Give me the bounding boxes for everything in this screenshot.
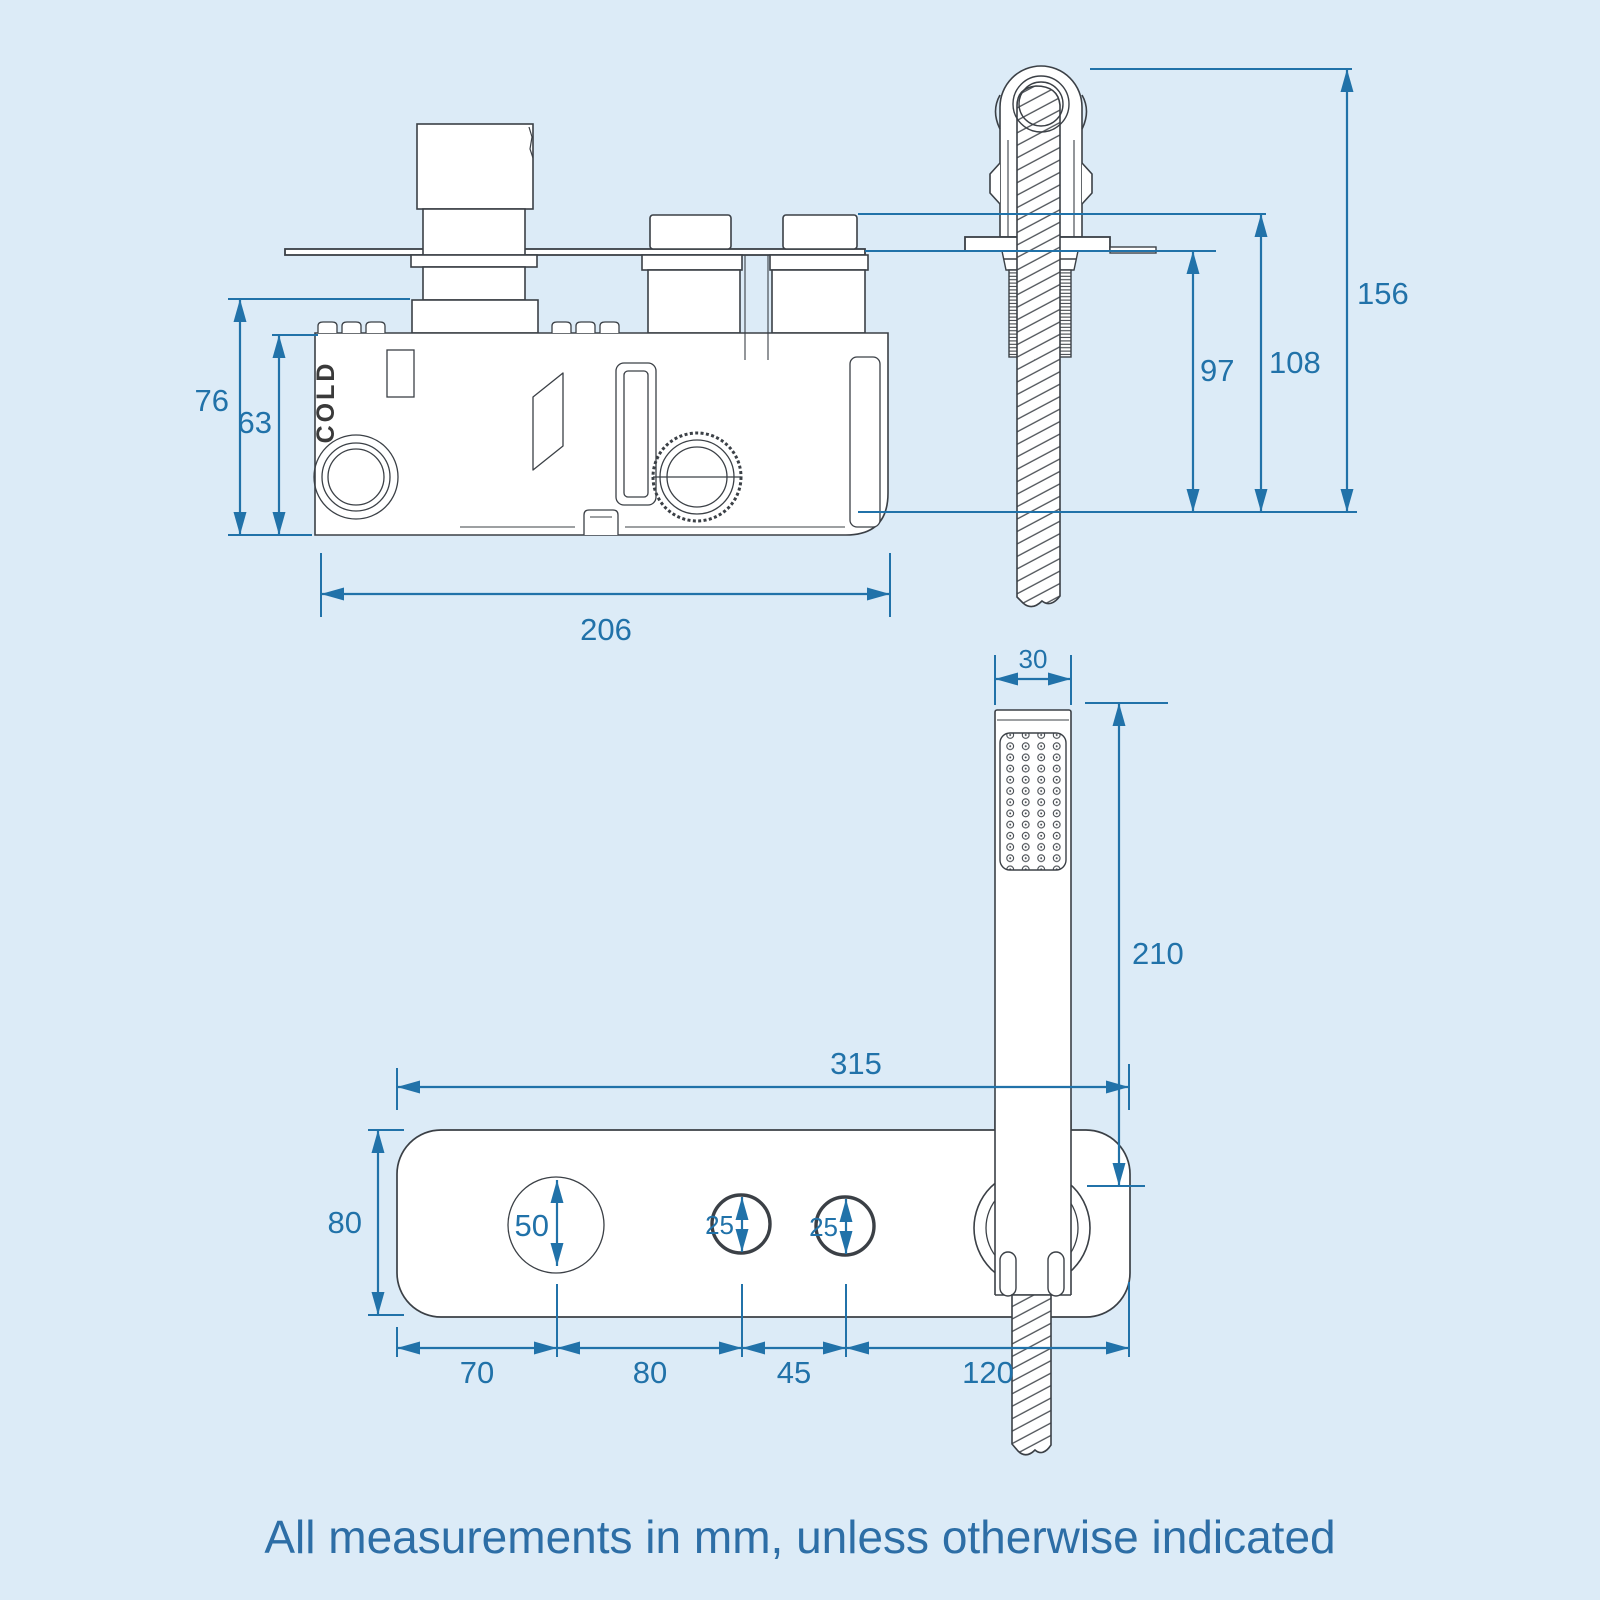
cold-inlet-port (313, 434, 399, 520)
dim-label-80-spacing: 80 (633, 1355, 667, 1390)
dim-label-206: 206 (580, 612, 632, 647)
dim-label-97: 97 (1200, 353, 1234, 388)
valve-large-knob (410, 123, 539, 340)
shower-hose (1016, 85, 1061, 608)
dim-label-80-height: 80 (328, 1205, 362, 1240)
dim-label-315: 315 (830, 1046, 882, 1081)
front-plate-view (396, 1110, 1131, 1456)
dimension-lines (228, 68, 1357, 1357)
dim-label-70: 70 (460, 1355, 494, 1390)
dim-label-63: 63 (238, 405, 272, 440)
dim-label-25-right: 25 (809, 1212, 838, 1242)
dimension-labels: 76 63 206 97 108 156 30 210 315 80 50 25… (195, 276, 1409, 1390)
dim-label-25-left: 25 (705, 1210, 734, 1240)
dial-opening (507, 1176, 605, 1274)
valve-side-view: COLD (284, 123, 889, 536)
valve-small-knobs (641, 214, 869, 334)
button-opening (814, 1195, 876, 1257)
cold-label: COLD (312, 361, 340, 444)
valve-body-details (313, 255, 881, 535)
dim-label-108: 108 (1269, 345, 1321, 380)
dim-label-120: 120 (962, 1355, 1014, 1390)
handset-hose (1011, 1294, 1052, 1456)
dim-label-76: 76 (195, 383, 229, 418)
valve-wall-plate (284, 248, 866, 256)
valve-body-tabs (317, 321, 620, 333)
button-opening (710, 1193, 772, 1255)
handset-spray-face (999, 732, 1067, 871)
dim-label-30: 30 (1019, 644, 1048, 674)
measurement-note: All measurements in mm, unless otherwise… (264, 1511, 1335, 1563)
dim-label-45: 45 (777, 1355, 811, 1390)
dim-label-156: 156 (1357, 276, 1409, 311)
dim-label-50: 50 (515, 1208, 549, 1243)
dim-label-210: 210 (1132, 936, 1184, 971)
mounting-plate (396, 1129, 1131, 1318)
hose-deck-view (964, 65, 1157, 608)
